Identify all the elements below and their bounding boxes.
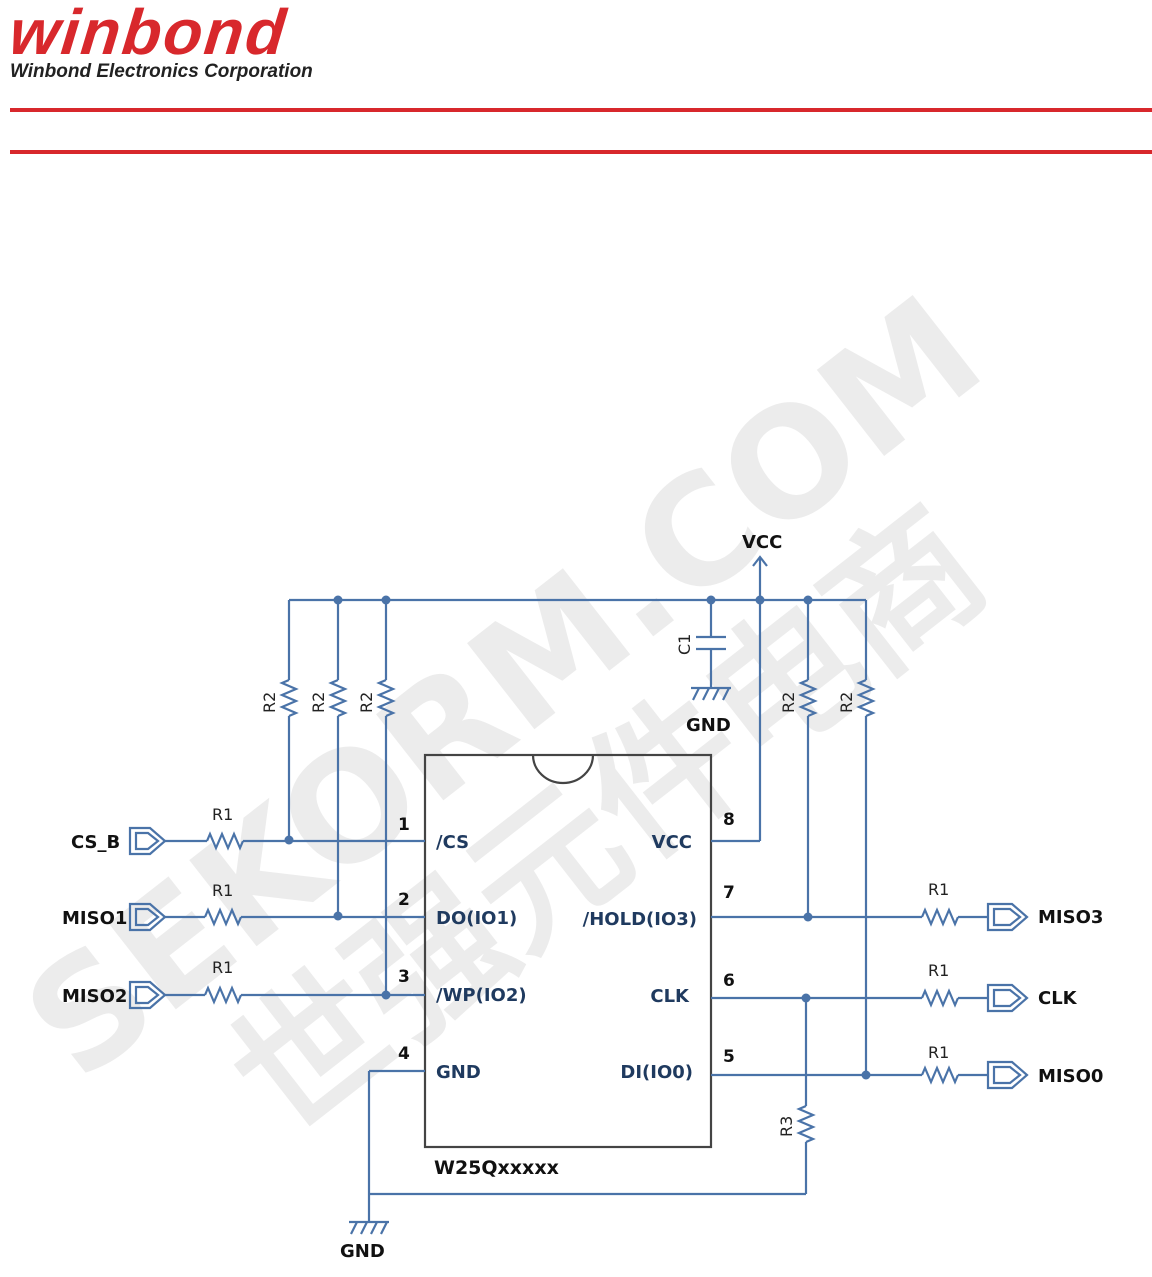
resistor-r1-clk	[920, 988, 960, 1008]
pin-name-4: GND	[436, 1062, 481, 1083]
header-rule-top	[10, 108, 1152, 112]
resistor-r1-hold	[920, 907, 960, 927]
pin-name-7: /HOLD(IO3)	[583, 909, 697, 930]
port-miso2-inner	[134, 985, 160, 1005]
r1-label-clk: R1	[928, 961, 949, 980]
r1-label-do: R1	[212, 881, 233, 900]
port-miso3-inner	[992, 907, 1022, 927]
r2-label-wp: R2	[357, 692, 376, 713]
junction-dot	[284, 835, 294, 845]
port-miso0-inner	[992, 1065, 1022, 1085]
port-miso2-icon	[128, 980, 167, 1010]
port-clk-icon	[986, 983, 1029, 1013]
pin-number-2: 2	[398, 890, 410, 910]
ground-hatch	[360, 1221, 368, 1235]
r2-label-cs: R2	[260, 692, 279, 713]
port-miso0-icon	[986, 1060, 1029, 1090]
signal-miso0: MISO0	[1038, 1066, 1103, 1087]
pin-name-5: DI(IO0)	[620, 1062, 693, 1083]
resistor-r3	[796, 1104, 816, 1144]
junction-dot	[381, 990, 391, 1000]
pin-name-1: /CS	[436, 832, 469, 853]
vcc-arrow-icon	[752, 555, 768, 567]
r1-label-wp: R1	[212, 958, 233, 977]
resistor-r1-cs	[205, 831, 245, 851]
pin-number-4: 4	[398, 1044, 410, 1064]
r1-label-di: R1	[928, 1043, 949, 1062]
junction-dot	[861, 1070, 871, 1080]
port-cs-b-inner	[134, 831, 160, 851]
pin-name-6: CLK	[650, 986, 690, 1007]
header-rule-bottom	[10, 150, 1152, 154]
ground-hatch	[712, 687, 720, 701]
vcc-label: VCC	[742, 532, 782, 553]
company-name: Winbond Electronics Corporation	[10, 61, 313, 82]
signal-cs-b: CS_B	[71, 832, 120, 853]
r2-label-hold: R2	[779, 692, 798, 713]
gnd-bottom-label: GND	[340, 1241, 385, 1262]
r3-label: R3	[777, 1116, 796, 1137]
resistor-r2-cs	[279, 678, 299, 718]
ground-hatch	[380, 1221, 388, 1235]
resistor-r2-di	[856, 678, 876, 718]
r1-label-cs: R1	[212, 805, 233, 824]
part-number: W25Qxxxxx	[434, 1157, 559, 1179]
pin-name-3: /WP(IO2)	[436, 985, 527, 1006]
pin-name-2: DO(IO1)	[436, 908, 517, 929]
winbond-logo: winbond Winbond Electronics Corporation	[6, 0, 313, 82]
resistor-r2-hold	[798, 678, 818, 718]
pin-name-8: VCC	[652, 832, 692, 853]
signal-miso2: MISO2	[62, 986, 127, 1007]
r2-label-do: R2	[309, 692, 328, 713]
gnd-cap-label: GND	[686, 715, 731, 736]
r2-label-di: R2	[837, 692, 856, 713]
ground-hatch	[692, 687, 700, 701]
resistor-r1-do	[203, 907, 243, 927]
ground-hatch	[370, 1221, 378, 1235]
r1-label-hold: R1	[928, 880, 949, 899]
pin-number-3: 3	[398, 967, 410, 987]
pin-number-6: 6	[723, 971, 735, 991]
pin-number-8: 8	[723, 810, 735, 830]
junction-dot	[333, 911, 343, 921]
signal-miso3: MISO3	[1038, 907, 1103, 928]
ground-hatch	[350, 1221, 358, 1235]
ground-hatch	[722, 687, 730, 701]
resistor-r2-do	[328, 678, 348, 718]
port-cs-b-icon	[128, 826, 167, 856]
port-miso1-inner	[134, 907, 160, 927]
pin-number-7: 7	[723, 883, 735, 903]
pin-number-5: 5	[723, 1047, 735, 1067]
c1-label: C1	[675, 634, 694, 655]
pin-number-1: 1	[398, 815, 410, 835]
resistor-r1-di	[920, 1065, 960, 1085]
port-miso1-icon	[128, 902, 167, 932]
ground-hatch	[702, 687, 710, 701]
chip-body	[423, 753, 713, 1149]
resistor-r2-wp	[376, 678, 396, 718]
junction-dot	[333, 595, 343, 605]
chip-notch	[531, 754, 595, 785]
junction-dot	[381, 595, 391, 605]
signal-miso1: MISO1	[62, 908, 127, 929]
resistor-r1-wp	[203, 985, 243, 1005]
port-miso3-icon	[986, 902, 1029, 932]
signal-clk: CLK	[1038, 988, 1078, 1009]
port-clk-inner	[992, 988, 1022, 1008]
junction-dot	[803, 912, 813, 922]
